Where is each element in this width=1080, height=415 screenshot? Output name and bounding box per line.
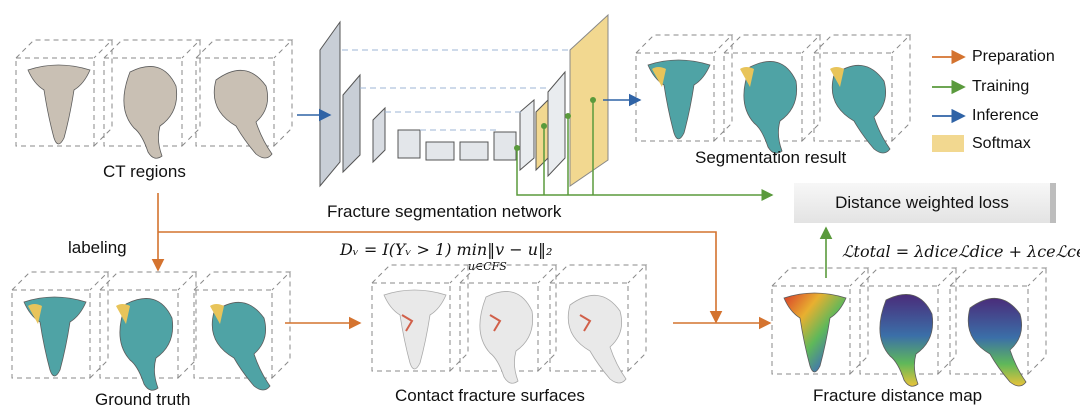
seg-result-bone-3 bbox=[830, 64, 891, 154]
distance-weighted-loss-label: Distance weighted loss bbox=[835, 193, 1009, 212]
segmentation-result-label: Segmentation result bbox=[695, 148, 847, 167]
network-label: Fracture segmentation network bbox=[327, 202, 562, 221]
ground-truth-bone-1 bbox=[23, 296, 87, 377]
ct-bone-1 bbox=[27, 64, 91, 145]
contact-cube-2 bbox=[459, 264, 558, 372]
ground-truth-cube-3 bbox=[193, 271, 292, 379]
ground-truth-cube-2 bbox=[99, 271, 198, 379]
ct-cube-2 bbox=[103, 39, 202, 147]
distance-weighted-loss-box: Distance weighted loss bbox=[794, 183, 1056, 223]
distance-map-cube-3 bbox=[949, 267, 1048, 375]
ct-bone-3 bbox=[213, 69, 273, 159]
distance-map-cube-2 bbox=[859, 267, 958, 375]
ct-cube-3 bbox=[195, 39, 294, 147]
distance-map-cube-1 bbox=[771, 267, 870, 375]
segmentation-network bbox=[319, 13, 774, 201]
ground-truth-bone-3 bbox=[210, 301, 271, 391]
contact-bone-3 bbox=[567, 294, 627, 384]
distance-map-bone-3 bbox=[967, 297, 1027, 387]
contact-bone-1 bbox=[383, 289, 447, 370]
distance-map-bone-2 bbox=[879, 294, 934, 387]
seg-result-bone-2 bbox=[740, 61, 798, 154]
ct-cube-1 bbox=[15, 39, 114, 147]
seg-result-bone-1 bbox=[647, 59, 711, 140]
ct-regions-label: CT regions bbox=[103, 162, 186, 181]
legend-inference: Inference bbox=[972, 107, 1039, 124]
legend bbox=[932, 49, 966, 152]
contact-bone-2 bbox=[479, 291, 534, 384]
legend-softmax: Softmax bbox=[972, 135, 1031, 152]
seg-result-cube-1 bbox=[635, 34, 734, 142]
legend-training: Training bbox=[972, 78, 1030, 95]
contact-cube-1 bbox=[371, 264, 470, 372]
loss-equation: ℒtotal = λdiceℒdice + λceℒce bbox=[842, 242, 1080, 261]
contact-cube-3 bbox=[549, 264, 648, 372]
legend-preparation: Preparation bbox=[972, 48, 1055, 65]
ct-bone-2 bbox=[123, 66, 178, 159]
distance-equation-subscript: u∈CFS bbox=[468, 260, 507, 273]
seg-result-cube-2 bbox=[723, 34, 822, 142]
distance-map-bone-1 bbox=[783, 292, 847, 373]
distance-map-label: Fracture distance map bbox=[813, 386, 983, 405]
distance-equation: Dᵥ = I(Yᵥ > 1) min‖v − u‖₂ bbox=[340, 240, 553, 259]
preparation-arrows bbox=[151, 193, 772, 330]
ground-truth-cube-1 bbox=[11, 271, 110, 379]
ground-truth-bone-2 bbox=[116, 298, 174, 391]
labeling-label: labeling bbox=[68, 238, 127, 257]
contact-surfaces-label: Contact fracture surfaces bbox=[395, 386, 585, 405]
ground-truth-label: Ground truth bbox=[95, 390, 191, 409]
seg-result-cube-3 bbox=[813, 34, 912, 142]
